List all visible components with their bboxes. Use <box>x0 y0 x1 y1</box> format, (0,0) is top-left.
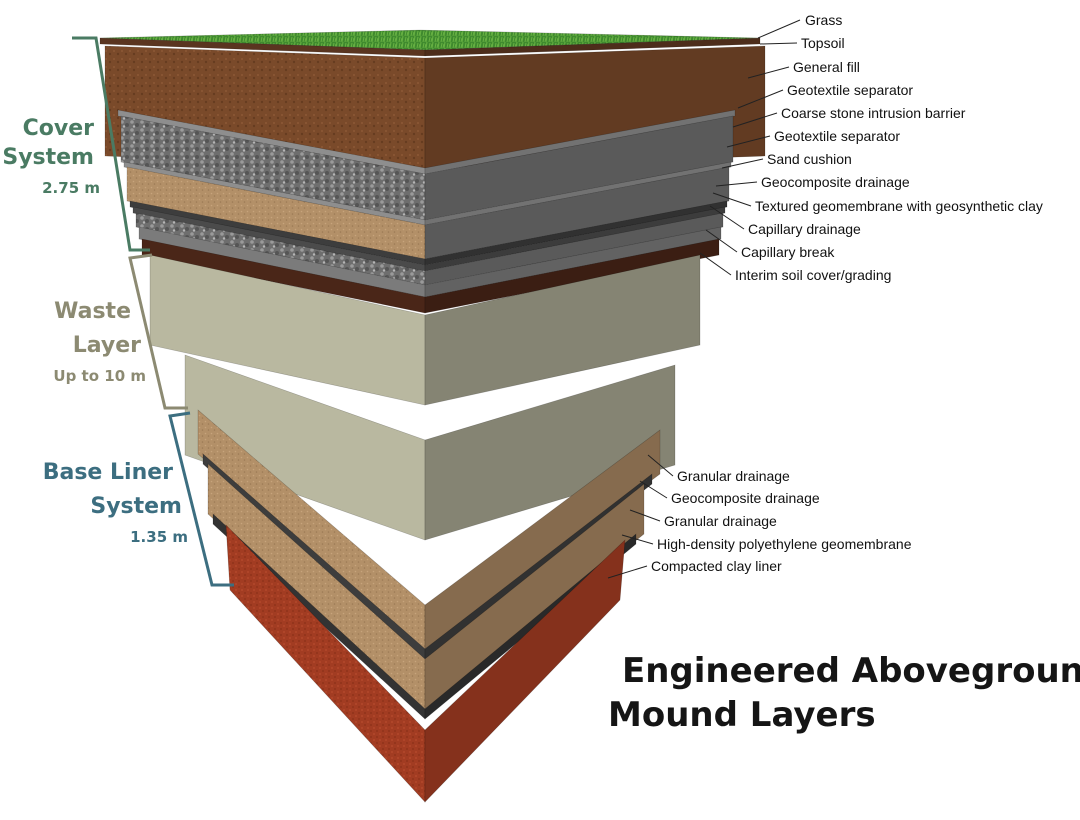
cover-leader-6 <box>721 158 764 169</box>
cover-leader-0 <box>757 19 801 39</box>
label-granular-drainage-1: Granular drainage <box>677 468 790 484</box>
label-compacted-clay-liner: Compacted clay liner <box>651 558 782 574</box>
cover-leader-1 <box>759 42 798 45</box>
cover-leader-11 <box>699 252 732 276</box>
waste-thickness: Up to 10 m <box>53 367 146 385</box>
base-thickness: 1.35 m <box>130 528 188 546</box>
label-capillary-break: Capillary break <box>741 244 835 260</box>
label-grass: Grass <box>805 12 842 28</box>
cover-title-line1: Cover <box>23 116 95 141</box>
cover-leader-7 <box>715 181 758 187</box>
waste-brace <box>128 253 188 410</box>
capillary-drainage-layer-right-face <box>424 212 724 286</box>
layer-block <box>99 29 766 803</box>
capillary-break-layer-right-face <box>424 226 722 298</box>
sand-cushion-layer-right-face <box>424 166 730 260</box>
base-layer-labels: Granular drainage Geocomposite drainage … <box>651 468 912 574</box>
clay-liner-right-face <box>424 539 626 803</box>
label-geotextile-separator-2: Geotextile separator <box>774 128 900 144</box>
waste-layer-upper-right-face <box>424 254 701 406</box>
main-title-line1: Engineered Aboveground <box>622 651 1080 691</box>
base-leader-1 <box>639 480 668 499</box>
geotextile-2-layer-right-face <box>424 161 732 226</box>
cover-leader-4 <box>732 112 778 128</box>
cover-leader-2 <box>747 66 790 79</box>
base-title-line1: Base Liner <box>43 460 173 485</box>
textured-geomembrane-layer-right-face <box>424 206 726 272</box>
label-topsoil: Topsoil <box>801 35 845 51</box>
geotextile-1-layer-right-face <box>424 109 736 175</box>
cover-leader-10 <box>705 229 738 253</box>
base-brace <box>168 411 234 587</box>
cover-section-label: Cover System 2.75 m <box>2 116 100 197</box>
cover-brace <box>72 36 150 252</box>
cover-thickness: 2.75 m <box>42 179 100 197</box>
label-textured-geomembrane: Textured geomembrane with geosynthetic c… <box>755 198 1043 214</box>
granular-drainage-1-layer-right-face <box>424 429 661 650</box>
geocomposite-cover-layer-right-face <box>424 200 728 266</box>
cover-layer-labels: Grass Topsoil General fill Geotextile se… <box>735 12 1043 283</box>
granular-drainage-2-layer-right-face <box>424 483 645 710</box>
base-leader-0 <box>647 454 674 477</box>
label-granular-drainage-2: Granular drainage <box>664 513 777 529</box>
label-geocomposite-drainage-base: Geocomposite drainage <box>671 490 820 506</box>
base-section-label: Base Liner System 1.35 m <box>43 460 188 546</box>
label-general-fill: General fill <box>793 59 860 75</box>
cover-leader-5 <box>726 135 771 148</box>
base-leader-4 <box>607 565 648 579</box>
label-sand-cushion: Sand cushion <box>767 151 852 167</box>
waste-section-label: Waste Layer Up to 10 m <box>53 299 146 385</box>
label-interim-soil-cover: Interim soil cover/grading <box>735 267 891 283</box>
base-title-line2: System <box>90 494 182 519</box>
waste-title-line1: Waste <box>54 299 131 324</box>
geocomposite-base-layer-right-face <box>424 473 653 660</box>
waste-layer-lower-right-face <box>424 364 676 541</box>
label-geocomposite-drainage-cover: Geocomposite drainage <box>761 174 910 190</box>
cover-title-line2: System <box>2 145 94 170</box>
cover-leader-lines <box>699 19 801 276</box>
interim-soil-layer-right-face <box>424 238 720 314</box>
label-coarse-stone-intrusion-barrier: Coarse stone intrusion barrier <box>781 105 966 121</box>
label-capillary-drainage: Capillary drainage <box>748 221 861 237</box>
base-leader-2 <box>629 509 661 522</box>
main-title-line2: Mound Layers <box>608 695 876 735</box>
coarse-stone-layer-right-face <box>424 115 734 221</box>
label-hdpe-geomembrane: High-density polyethylene geomembrane <box>657 536 912 552</box>
cover-leader-8 <box>712 192 752 207</box>
cover-leader-3 <box>737 89 784 109</box>
label-geotextile-separator-1: Geotextile separator <box>787 82 913 98</box>
base-leader-lines <box>607 454 674 579</box>
cover-leader-9 <box>709 205 745 230</box>
base-leader-3 <box>621 534 654 545</box>
waste-title-line2: Layer <box>73 333 141 358</box>
